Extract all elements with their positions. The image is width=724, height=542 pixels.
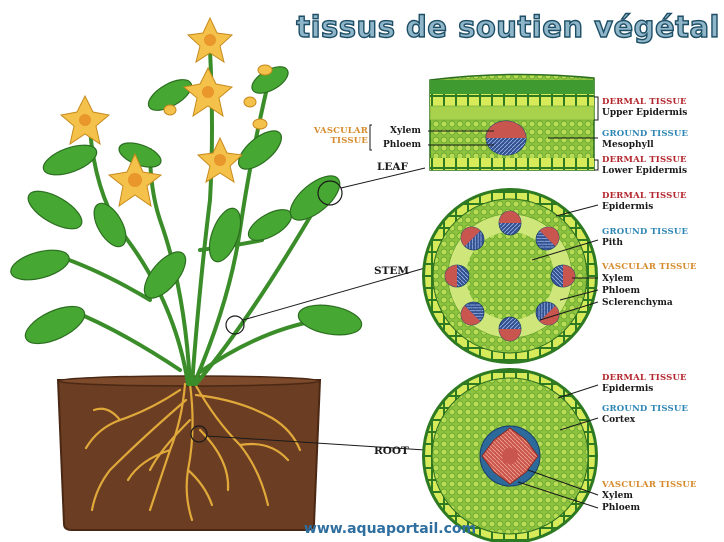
stem-vascular-bundle bbox=[499, 317, 521, 341]
stem-xylem-label: Xylem bbox=[602, 274, 633, 285]
leaf-mesophyll-label: Mesophyll bbox=[602, 140, 654, 151]
root-epidermis-label: Epidermis bbox=[602, 384, 653, 395]
stem-vascular-bundle bbox=[499, 211, 521, 235]
leaf-lower-dermal-label: DERMAL TISSUE bbox=[602, 155, 687, 166]
root-phloem-label: Phloem bbox=[602, 503, 640, 514]
stem-dermal-label: DERMAL TISSUE bbox=[602, 191, 687, 202]
leaf-cross-section bbox=[430, 74, 594, 170]
leaf-upper-epidermis-label: Upper Epidermis bbox=[602, 108, 687, 119]
leaf-phloem-label: Phloem bbox=[383, 140, 421, 151]
stem-vascular-bundle bbox=[551, 265, 575, 287]
stem-vascular-label: VASCULAR TISSUE bbox=[602, 262, 697, 273]
stem-epidermis-label: Epidermis bbox=[602, 202, 653, 213]
stem-ground-label: GROUND TISSUE bbox=[602, 227, 688, 238]
part-label-leaf: LEAF bbox=[377, 162, 408, 173]
part-label-root: ROOT bbox=[374, 446, 409, 457]
page-title: tissus de soutien végétal bbox=[262, 10, 720, 44]
leaf-upper-dermal-label: DERMAL TISSUE bbox=[602, 97, 687, 108]
root-cortex-label: Cortex bbox=[602, 415, 635, 426]
root-dermal-label: DERMAL TISSUE bbox=[602, 373, 687, 384]
root-ground-label: GROUND TISSUE bbox=[602, 404, 688, 415]
root-xylem-label: Xylem bbox=[602, 491, 633, 502]
leaves bbox=[8, 61, 364, 351]
root-vascular-label: VASCULAR TISSUE bbox=[602, 480, 697, 491]
leaf-lower-epidermis-label: Lower Epidermis bbox=[602, 166, 687, 177]
flowers bbox=[61, 18, 272, 206]
stem-phloem-label: Phloem bbox=[602, 286, 640, 297]
part-label-stem: STEM bbox=[374, 266, 409, 277]
stem-vascular-bundle bbox=[445, 265, 469, 287]
footer-url[interactable]: www.aquaportail.com bbox=[270, 521, 510, 537]
leaf-ground-label: GROUND TISSUE bbox=[602, 129, 688, 140]
leaf-xylem-label: Xylem bbox=[390, 126, 421, 137]
stem-pith-label: Pith bbox=[602, 238, 623, 249]
leaf-vascular-label: VASCULAR TISSUE bbox=[312, 126, 368, 146]
stem-sclerenchyma-label: Sclerenchyma bbox=[602, 298, 673, 309]
